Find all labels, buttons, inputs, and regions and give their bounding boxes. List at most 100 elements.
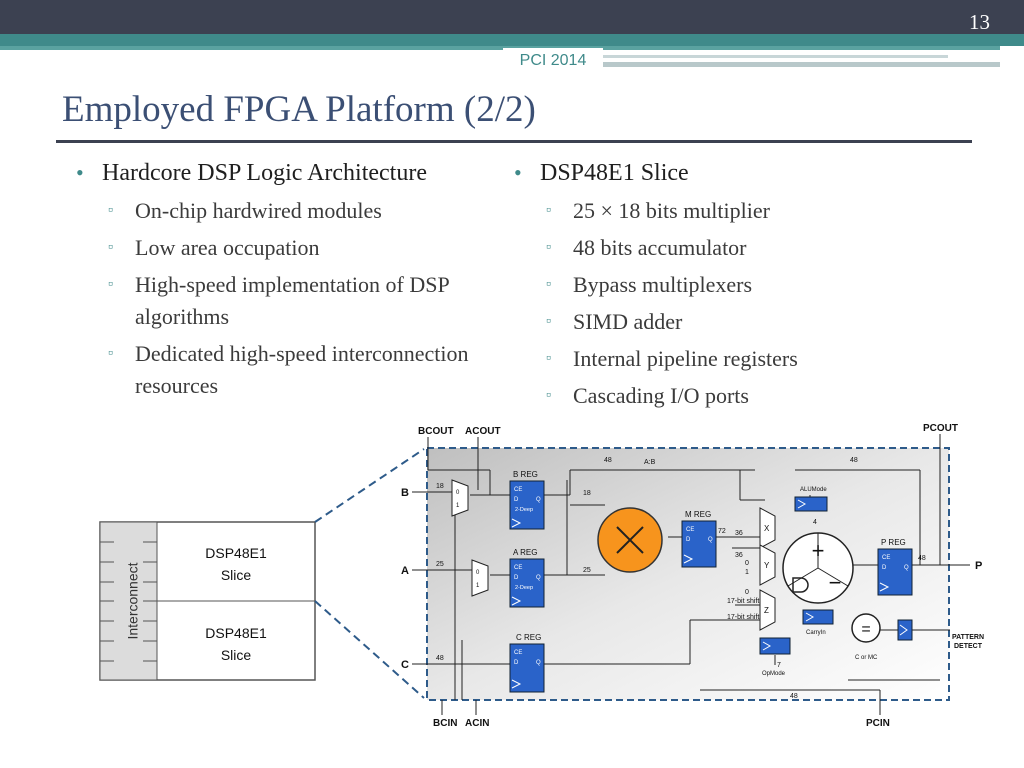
sub-item: High-speed implementation of DSP algorit… xyxy=(70,269,500,333)
pattern-detector-icon xyxy=(851,613,881,643)
register-pin: D xyxy=(686,537,691,543)
output-p-label: P xyxy=(975,560,982,572)
input-c-label: C xyxy=(401,659,409,671)
register-pin: CE xyxy=(514,650,522,656)
sub-list: On-chip hardwired modules Low area occup… xyxy=(70,195,500,402)
zoom-line xyxy=(314,448,425,523)
zoom-line xyxy=(314,600,425,699)
register-pin: CE xyxy=(514,565,522,571)
pattern-label: PATTERN xyxy=(952,634,984,641)
width-label: 4 xyxy=(813,519,817,526)
width-label: 48 xyxy=(604,457,612,464)
register-depth: 2-Deep xyxy=(515,585,533,591)
column-block: Interconnect DSP48E1 Slice DSP48E1 Slice xyxy=(99,521,316,681)
width-label: 48 xyxy=(850,457,858,464)
width-label: 48 xyxy=(790,693,798,700)
width-label: 25 xyxy=(583,567,591,574)
sub-item: Cascading I/O ports xyxy=(508,380,978,412)
width-label: A:B xyxy=(644,459,656,466)
width-label: 18 xyxy=(436,483,444,490)
register-box xyxy=(877,548,913,596)
register-title: C REG xyxy=(516,633,541,642)
sub-item: Low area occupation xyxy=(70,232,500,264)
bullet-heading: DSP48E1 Slice xyxy=(508,156,978,190)
register-pin: D xyxy=(514,575,519,581)
register-pin: D xyxy=(514,660,519,666)
alu-logic-icon xyxy=(792,577,809,593)
register-pin: CE xyxy=(686,527,694,533)
conference-label: PCI 2014 xyxy=(503,48,603,72)
bcout-label: BCOUT xyxy=(418,426,454,437)
sub-item: On-chip hardwired modules xyxy=(70,195,500,227)
x-mux xyxy=(759,507,776,549)
width-label: 36 xyxy=(735,552,743,559)
mux-input-label: 1 xyxy=(745,569,749,576)
mux-sel-label: 0 xyxy=(456,490,460,496)
register-title: P REG xyxy=(881,538,906,547)
c-register: C REG CE D Q xyxy=(509,633,545,693)
slice-frame xyxy=(426,447,950,701)
a-register: A REG CE D Q 2-Deep xyxy=(509,548,545,608)
register-pin: Q xyxy=(536,497,541,503)
slice1-label: DSP48E1 xyxy=(205,545,267,561)
register-pin: Q xyxy=(904,565,909,571)
right-column: DSP48E1 Slice 25 × 18 bits multiplier 48… xyxy=(508,156,978,412)
sub-item: Dedicated high-speed interconnection res… xyxy=(70,338,500,402)
slice2-label: Slice xyxy=(221,647,252,663)
top-bar xyxy=(0,0,1024,34)
input-a-label: A xyxy=(401,565,409,577)
acin-label: ACIN xyxy=(465,718,489,729)
alumode-register xyxy=(794,496,828,512)
register-pin: Q xyxy=(536,575,541,581)
slide-number: 13 xyxy=(969,10,990,34)
input-b-label: B xyxy=(401,487,409,499)
shift-label: 17-bit shift xyxy=(727,614,759,621)
mux-label: Z xyxy=(764,606,769,615)
a-input-mux xyxy=(471,559,489,597)
opmode-label: OpMode xyxy=(762,671,786,677)
decor-line xyxy=(603,62,1024,67)
mux-sel-label: 0 xyxy=(476,570,480,576)
p-register: P REG CE D Q xyxy=(877,538,913,596)
sub-list: 25 × 18 bits multiplier 48 bits accumula… xyxy=(508,195,978,412)
register-title: B REG xyxy=(513,470,538,479)
width-label: 25 xyxy=(436,561,444,568)
slide-title: Employed FPGA Platform (2/2) xyxy=(62,89,536,130)
width-label: 72 xyxy=(718,528,726,535)
register-pin: CE xyxy=(514,487,522,493)
register-pin: D xyxy=(514,497,519,503)
decor-notch xyxy=(1000,46,1024,68)
sub-item: Internal pipeline registers xyxy=(508,343,978,375)
sub-item: 25 × 18 bits multiplier xyxy=(508,195,978,227)
b-register: B REG CE D Q 2-Deep xyxy=(509,470,545,530)
pcout-label: PCOUT xyxy=(923,423,958,434)
mux-input-label: 0 xyxy=(745,589,749,596)
slice1-label: Slice xyxy=(221,567,252,583)
register-box xyxy=(509,643,545,693)
width-label: 36 xyxy=(735,530,743,537)
register-title: M REG xyxy=(685,510,711,519)
alu-plus: + xyxy=(812,538,825,563)
register-box xyxy=(681,520,717,568)
pattern-register xyxy=(897,619,913,641)
cormc-label: C or MC xyxy=(855,655,878,661)
bullet-heading: Hardcore DSP Logic Architecture xyxy=(70,156,500,190)
title-rule xyxy=(56,140,972,143)
width-label: 48 xyxy=(918,555,926,562)
register-pin: Q xyxy=(536,660,541,666)
decor-line xyxy=(603,55,948,58)
mux-sel-label: 1 xyxy=(476,583,480,589)
y-mux xyxy=(759,544,776,586)
detect-label: DETECT xyxy=(954,643,983,650)
z-mux xyxy=(759,589,776,631)
register-title: A REG xyxy=(513,548,537,557)
alu-minus: − xyxy=(829,570,842,595)
shift-label: 17-bit shift xyxy=(727,598,759,605)
register-pin: Q xyxy=(708,537,713,543)
sub-item: SIMD adder xyxy=(508,306,978,338)
carryin-register xyxy=(802,609,834,625)
pattern-equals: = xyxy=(861,621,870,638)
register-pin: D xyxy=(882,565,887,571)
register-depth: 2-Deep xyxy=(515,507,533,513)
interconnect-label: Interconnect xyxy=(125,562,141,639)
